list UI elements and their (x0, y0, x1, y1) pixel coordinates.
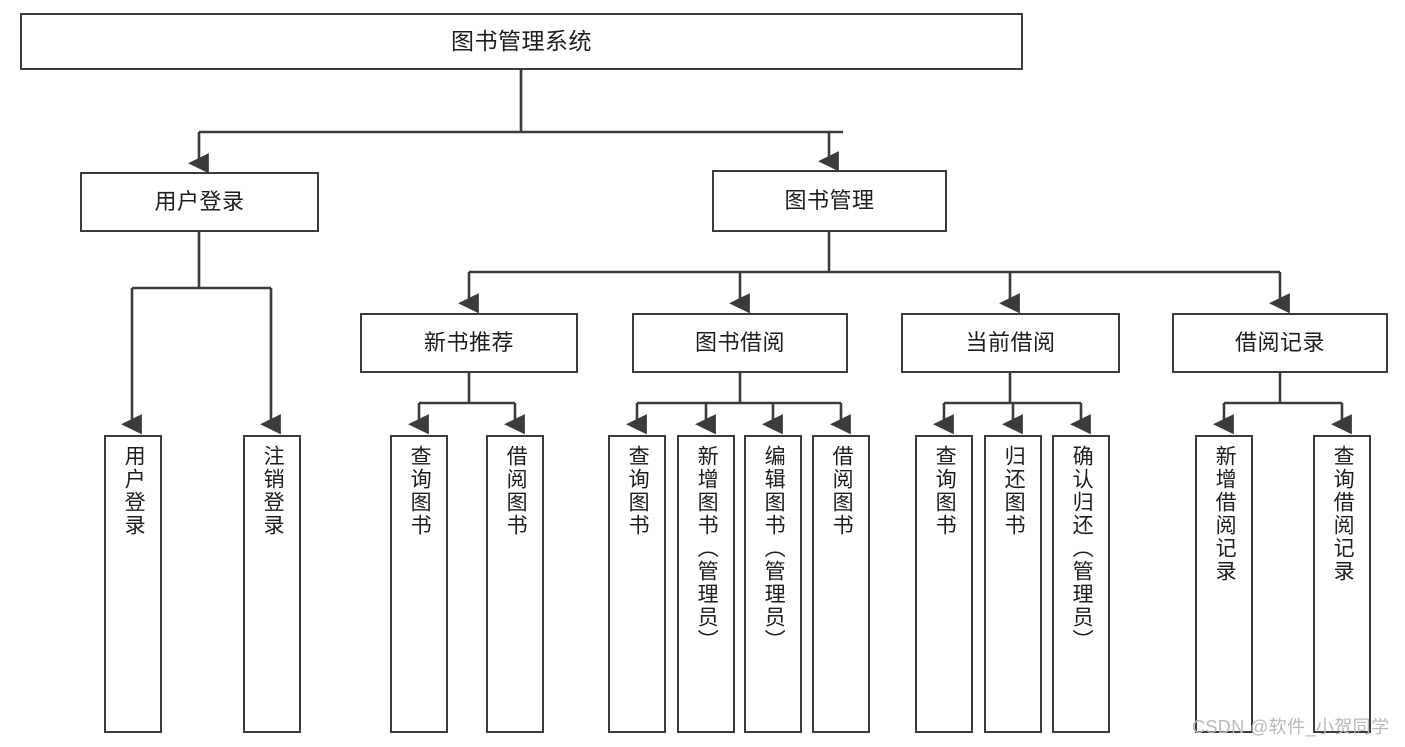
node-label: 查询图书 (933, 445, 957, 537)
node-label: 注销登录 (261, 445, 285, 537)
leaf-edit-book-admin[interactable]: 编辑图书（管理员） (744, 435, 802, 733)
leaf-logout-login[interactable]: 注销登录 (243, 435, 301, 733)
leaf-query-borrow-record[interactable]: 查询借阅记录 (1313, 435, 1371, 733)
node-label: 编辑图书（管理员） (762, 445, 786, 652)
node-label: 图书管理系统 (451, 27, 592, 54)
node-label: 借阅图书 (504, 445, 528, 537)
leaf-user-login[interactable]: 用户登录 (104, 435, 162, 733)
leaf-add-book-admin[interactable]: 新增图书（管理员） (677, 435, 735, 733)
leaf-query-book-1[interactable]: 查询图书 (390, 435, 448, 733)
leaf-return-book[interactable]: 归还图书 (984, 435, 1042, 733)
csdn-watermark: CSDN @软件_小贺同学 (1192, 717, 1390, 737)
node-new-book-recommend[interactable]: 新书推荐 (360, 313, 578, 373)
node-label: 新增借阅记录 (1213, 445, 1237, 583)
node-borrow-record[interactable]: 借阅记录 (1172, 313, 1388, 373)
node-label: 借阅记录 (1234, 329, 1325, 355)
node-label: 归还图书 (1002, 445, 1026, 537)
node-label: 图书借阅 (694, 329, 785, 355)
node-label: 查询图书 (408, 445, 432, 537)
node-label: 用户登录 (154, 188, 245, 214)
node-label: 查询借阅记录 (1331, 445, 1355, 583)
node-label: 借阅图书 (830, 445, 854, 537)
node-label: 新书推荐 (423, 329, 514, 355)
node-user-login[interactable]: 用户登录 (80, 172, 319, 232)
node-label: 确认归还（管理员） (1070, 445, 1094, 652)
node-label: 用户登录 (122, 445, 146, 537)
leaf-query-book-2[interactable]: 查询图书 (608, 435, 666, 733)
node-label: 图书管理 (784, 187, 875, 213)
leaf-confirm-return-admin[interactable]: 确认归还（管理员） (1052, 435, 1110, 733)
node-label: 查询图书 (626, 445, 650, 537)
node-current-borrow[interactable]: 当前借阅 (901, 313, 1120, 373)
node-book-management[interactable]: 图书管理 (712, 170, 947, 232)
node-label: 新增图书（管理员） (695, 445, 719, 652)
leaf-add-borrow-record[interactable]: 新增借阅记录 (1195, 435, 1253, 733)
node-root-book-management-system[interactable]: 图书管理系统 (20, 13, 1023, 70)
node-label: 当前借阅 (965, 329, 1056, 355)
leaf-query-book-3[interactable]: 查询图书 (915, 435, 973, 733)
node-book-borrow[interactable]: 图书借阅 (632, 313, 848, 373)
leaf-borrow-book-1[interactable]: 借阅图书 (486, 435, 544, 733)
leaf-borrow-book-2[interactable]: 借阅图书 (812, 435, 870, 733)
